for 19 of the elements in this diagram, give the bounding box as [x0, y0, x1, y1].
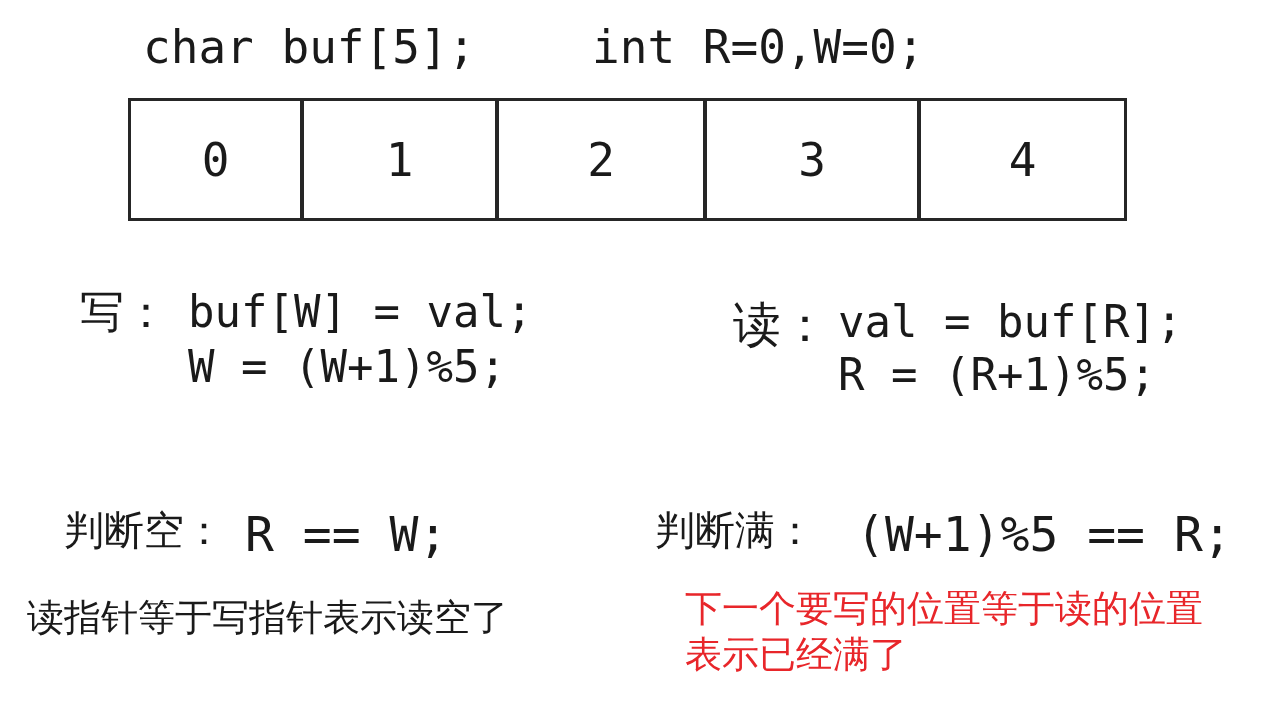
declaration-text: int R=0,W=0;: [592, 22, 925, 73]
array-cell: 3: [704, 98, 920, 221]
declaration-text: char buf[5];: [143, 22, 476, 73]
array-cell: 1: [301, 98, 498, 221]
array-cell: 0: [128, 98, 303, 221]
condition-label: 判断满：: [655, 508, 815, 552]
code-line: R = (R+1)%5;: [838, 351, 1156, 400]
array-cell: 2: [496, 98, 706, 221]
condition-label: 判断空：: [64, 508, 224, 552]
code-line: buf[W] = val;: [188, 288, 533, 337]
array-cell: 4: [918, 98, 1127, 221]
code-line: (W+1)%5 == R;: [856, 508, 1232, 561]
operation-label: 写：: [80, 288, 168, 337]
operation-label: 读：: [733, 298, 829, 351]
code-line: R == W;: [245, 508, 448, 561]
note-text: 下一个要写的位置等于读的位置表示已经满了: [685, 586, 1204, 679]
code-line: val = buf[R];: [838, 298, 1183, 347]
code-line: W = (W+1)%5;: [188, 343, 506, 392]
note-text: 读指针等于写指针表示读空了: [27, 598, 508, 639]
